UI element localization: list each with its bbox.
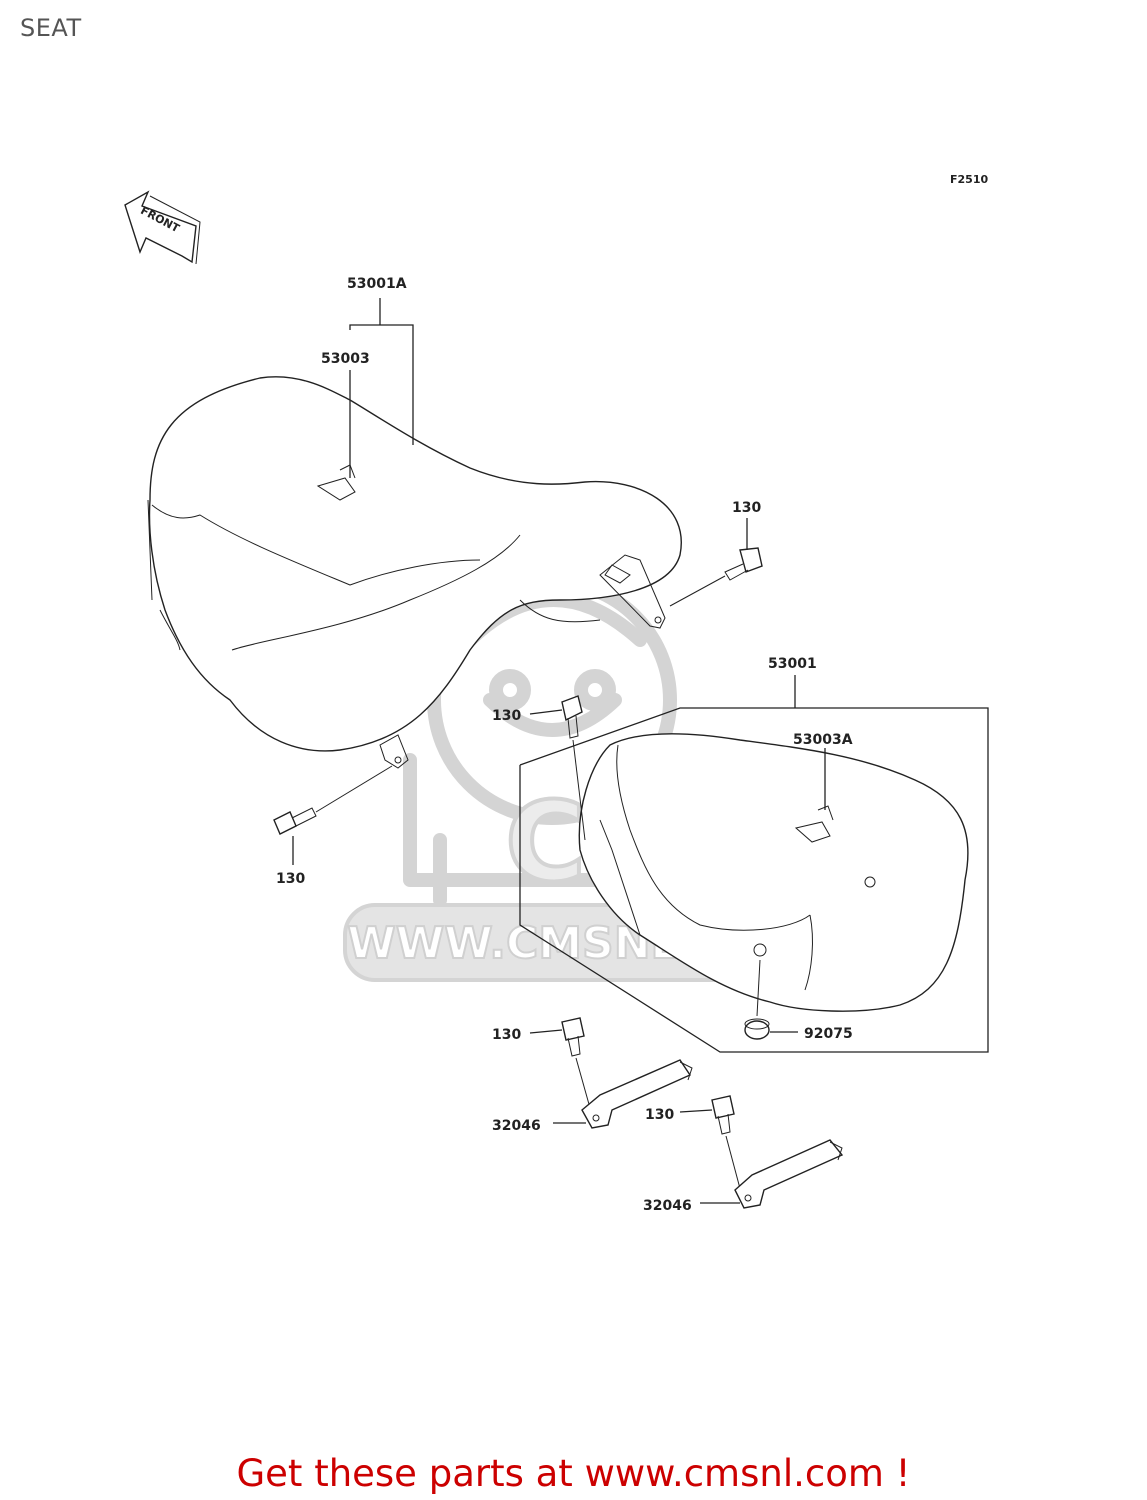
callout-92075: 92075 [804, 1026, 853, 1042]
footer-cta[interactable]: Get these parts at www.cmsnl.com ! [0, 1452, 1147, 1495]
callout-130-bracket-1: 130 [492, 1027, 521, 1043]
bracket-1 [581, 1059, 693, 1129]
damper-rubber [744, 959, 770, 1040]
callout-130-rear-seat: 130 [492, 708, 521, 724]
callout-130-front-right: 130 [732, 500, 761, 516]
callout-53003: 53003 [321, 351, 370, 367]
callout-53003A: 53003A [793, 732, 853, 748]
bolt-front-right [669, 547, 763, 607]
callout-130-front-left: 130 [276, 871, 305, 887]
callout-53001A: 53001A [347, 276, 407, 292]
bolt-rear-seat [561, 695, 586, 841]
callout-130-bracket-2: 130 [645, 1107, 674, 1123]
figure-code: F2510 [950, 173, 988, 186]
rear-seat [578, 733, 969, 1012]
callout-32046-1: 32046 [492, 1118, 541, 1134]
callout-32046-2: 32046 [643, 1198, 692, 1214]
bolt-bracket-2 [711, 1095, 743, 1197]
front-seat [147, 376, 682, 769]
bracket-2 [734, 1139, 844, 1209]
bolt-bracket-1 [561, 1017, 593, 1116]
bolt-front-left [273, 765, 393, 835]
page-title: SEAT [20, 14, 82, 42]
front-direction-arrow: FRONT [124, 190, 201, 265]
rear-assy-boundary [519, 707, 989, 1053]
footer-link[interactable]: Get these parts at www.cmsnl.com ! [236, 1452, 911, 1495]
leader-lines [292, 298, 826, 1204]
callout-53001: 53001 [768, 656, 817, 672]
